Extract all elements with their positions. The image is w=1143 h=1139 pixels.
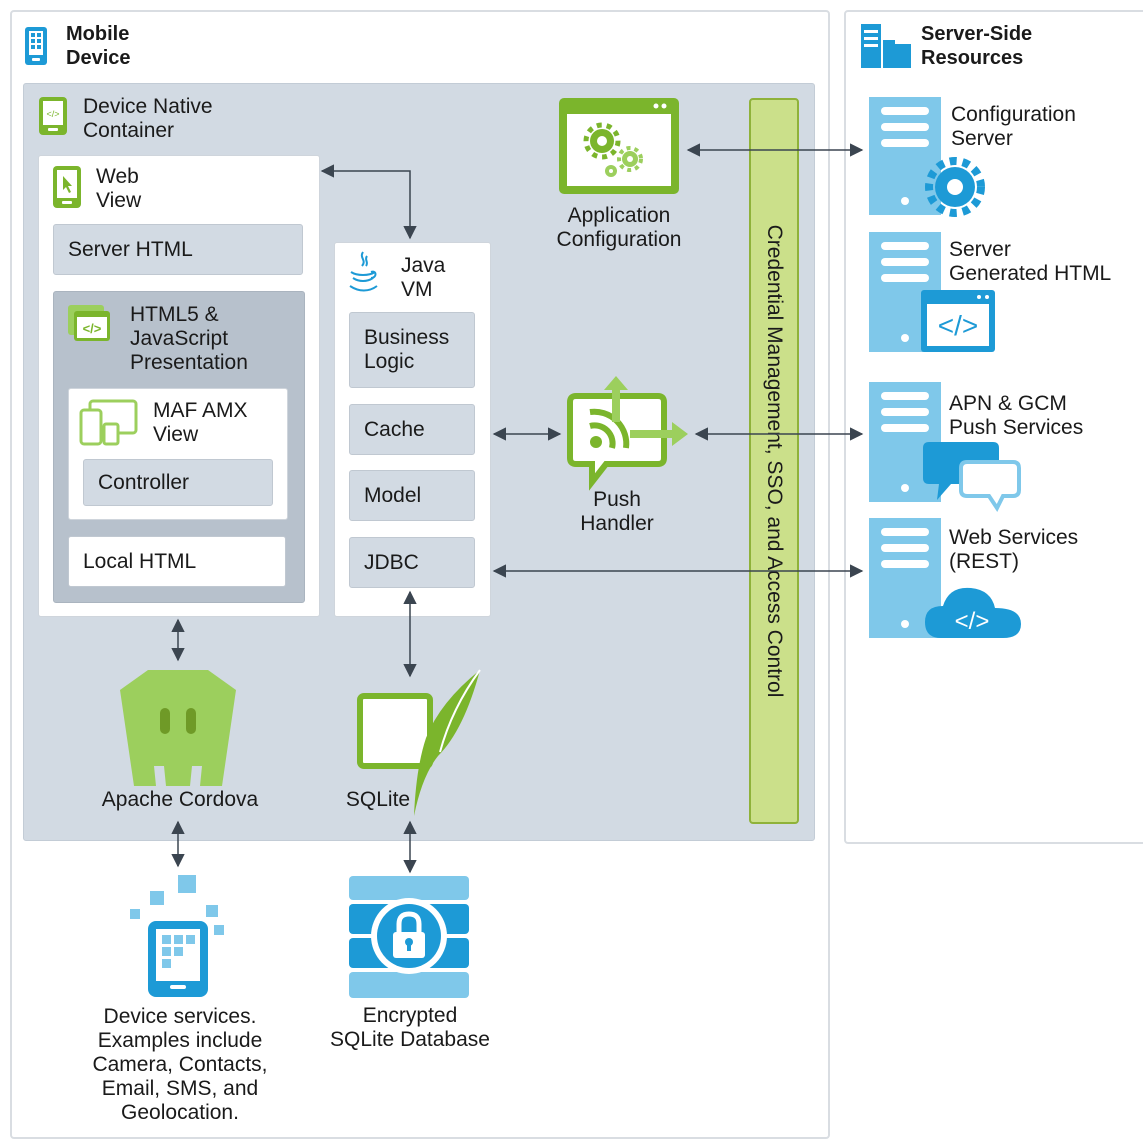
encrypted-database-icon (349, 876, 469, 998)
apn-gcm-icon (869, 382, 1021, 512)
svg-text:</>: </> (955, 608, 990, 635)
push-handler-label: Push Handler (580, 488, 654, 535)
svg-text:</>: </> (938, 310, 978, 341)
java-vm-title: Java VM (401, 254, 446, 301)
java-icon (349, 251, 378, 292)
credential-management-bar (749, 98, 799, 824)
server-generated-html-label: Server Generated HTML (949, 238, 1112, 285)
controller-cell: Controller (83, 459, 273, 506)
web-view-icon (53, 166, 81, 208)
mobile-device-title: Mobile Device (66, 23, 131, 69)
native-container-icon: </> (39, 97, 67, 135)
html5-title: HTML5 & JavaScript Presentation (130, 303, 248, 374)
push-handler-icon (567, 376, 688, 491)
configuration-server-icon (869, 97, 985, 217)
web-services-label: Web Services (REST) (949, 526, 1079, 573)
native-container-title: Device Native Container (83, 95, 213, 142)
web-services-icon: </> (869, 518, 1021, 638)
cache-cell: Cache (349, 404, 475, 455)
application-configuration-label: Application Configuration (556, 204, 682, 251)
sqlite-icon (357, 669, 481, 816)
server-generated-html-icon: </> (869, 232, 995, 352)
model-cell: Model (349, 470, 475, 521)
svg-text:</>: </> (83, 321, 102, 336)
apn-gcm-label: APN & GCM Push Services (949, 392, 1084, 439)
apache-cordova-icon (120, 670, 236, 786)
application-configuration-icon (559, 98, 679, 194)
arrow-webview-javavm (320, 164, 417, 240)
server-side-title: Server-Side Resources (921, 23, 1033, 69)
apache-cordova-label: Apache Cordova (101, 788, 259, 811)
device-services-label: Device services. Examples include Camera… (92, 1005, 268, 1124)
mobile-device-icon (25, 27, 47, 65)
jdbc-cell: JDBC (349, 537, 475, 588)
business-logic-cell: Business Logic (349, 312, 475, 388)
server-side-icon (861, 24, 911, 68)
server-html-cell: Server HTML (53, 224, 303, 275)
sqlite-label: SQLite (345, 788, 411, 811)
encrypted-database-label: Encrypted SQLite Database (330, 1004, 490, 1051)
maf-amx-icon (79, 399, 138, 446)
svg-text:</>: </> (46, 109, 59, 119)
configuration-server-label: Configuration Server (951, 103, 1076, 150)
local-html-cell: Local HTML (68, 536, 286, 587)
maf-amx-title: MAF AMX View (153, 399, 248, 446)
html5-icon: </> (68, 305, 110, 341)
device-services-icon (130, 875, 224, 997)
web-view-title: Web View (96, 165, 142, 212)
